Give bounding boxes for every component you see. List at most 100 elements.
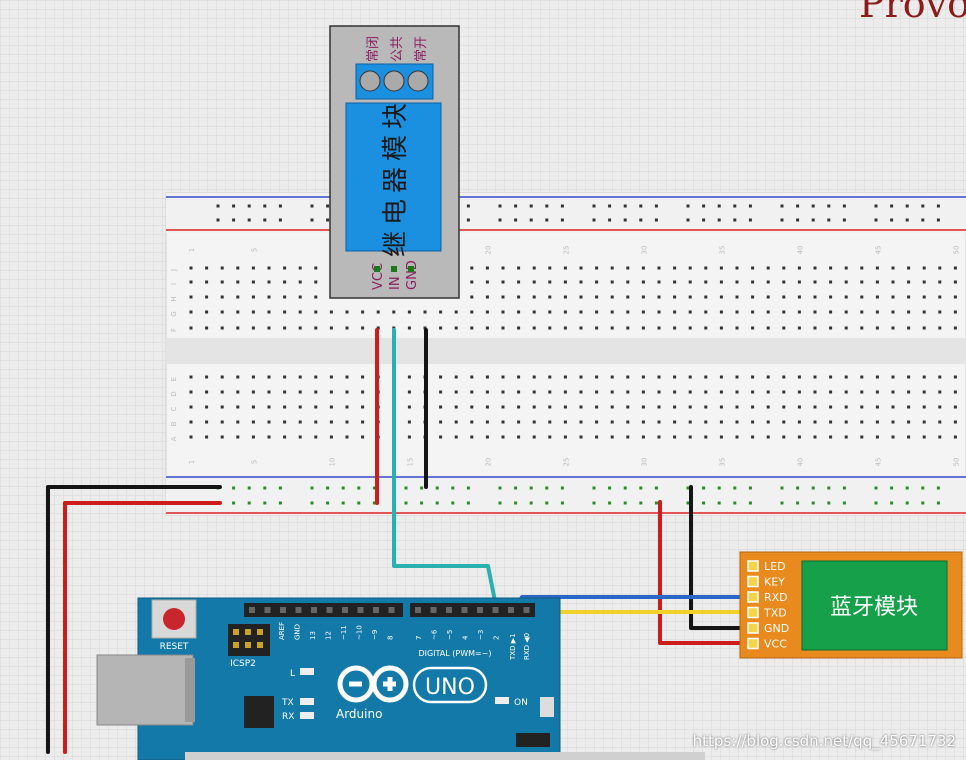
breadboard-hole <box>610 326 614 330</box>
breadboard-hole <box>517 310 521 314</box>
power-rail-bottom <box>166 474 966 515</box>
bt-pin-label: KEY <box>764 576 785 589</box>
rail-hole <box>529 501 533 505</box>
header-pin[interactable] <box>264 607 271 613</box>
breadboard-hole <box>251 326 255 330</box>
breadboard-hole <box>267 435 271 439</box>
pin-label: 7 <box>415 636 423 640</box>
breadboard-hole <box>267 390 271 394</box>
header-pin[interactable] <box>461 607 468 613</box>
breadboard-hole <box>688 420 692 424</box>
terminal-no[interactable] <box>407 70 429 92</box>
breadboard-hole <box>735 390 739 394</box>
header-pin[interactable] <box>357 607 364 613</box>
rail-hole <box>341 501 345 505</box>
rail-hole <box>420 501 424 505</box>
header-pin[interactable] <box>249 607 255 613</box>
wire-red-bt-vcc[interactable] <box>658 500 754 645</box>
row-letter: J <box>170 269 178 272</box>
rail-hole <box>263 486 267 490</box>
header-pin[interactable] <box>415 607 421 613</box>
rail-hole <box>733 501 737 505</box>
breadboard-hole <box>673 326 677 330</box>
rail-hole <box>811 501 815 505</box>
wire-black-gnd-rail[interactable] <box>46 485 222 754</box>
breadboard-hole <box>283 295 287 299</box>
header-pin[interactable] <box>311 607 317 613</box>
bt-pin[interactable] <box>747 575 759 588</box>
breadboard-hole <box>938 280 942 284</box>
header-pin[interactable] <box>326 607 333 613</box>
header-pin[interactable] <box>492 607 499 613</box>
wire-black-bt-gnd[interactable] <box>689 485 754 630</box>
rail-hole <box>702 501 706 505</box>
reset-button[interactable] <box>163 608 185 630</box>
header-pin[interactable] <box>280 607 286 613</box>
header-pin[interactable] <box>508 607 514 613</box>
breadboard-hole <box>579 310 583 314</box>
breadboard-hole <box>454 435 458 439</box>
header-pin[interactable] <box>477 607 483 613</box>
breadboard-hole <box>470 390 474 394</box>
bt-pin[interactable] <box>747 560 759 572</box>
header-pin[interactable] <box>446 607 452 613</box>
terminal-com[interactable] <box>383 70 405 92</box>
breadboard-hole <box>735 435 739 439</box>
rail-hole <box>560 204 564 208</box>
header-pin[interactable] <box>342 607 348 613</box>
pin-label: ~11 <box>340 625 348 640</box>
rail-hole <box>702 204 706 208</box>
rail-hole <box>560 218 564 222</box>
breadboard-hole <box>251 266 255 270</box>
rail-hole <box>921 501 925 505</box>
breadboard-hole <box>688 435 692 439</box>
bt-name: 蓝牙模块 <box>830 595 918 620</box>
header-pin[interactable] <box>523 607 530 613</box>
pin-label: 8 <box>387 636 395 640</box>
breadboard-hole <box>766 310 770 314</box>
header-pin[interactable] <box>388 607 395 613</box>
rail-hole <box>247 501 251 505</box>
breadboard-hole <box>610 280 614 284</box>
breadboard-hole <box>532 420 536 424</box>
breadboard-hole <box>953 390 957 394</box>
bt-chip <box>801 560 948 651</box>
header-pin[interactable] <box>295 607 302 613</box>
column-number: 1 <box>188 248 196 252</box>
bt-pin[interactable] <box>747 591 759 603</box>
breadboard-hole <box>236 435 240 439</box>
header-pin[interactable] <box>373 607 379 613</box>
breadboard-hole <box>485 390 489 394</box>
wire-teal-relay-in[interactable] <box>392 328 500 618</box>
header-pin[interactable] <box>430 607 437 613</box>
breadboard-hole <box>220 295 224 299</box>
breadboard-hole <box>797 310 801 314</box>
power-rail-top <box>166 193 966 233</box>
terminal-nc[interactable] <box>359 70 381 92</box>
bt-pin[interactable] <box>747 606 759 619</box>
breadboard-hole <box>891 266 895 270</box>
breadboard-hole <box>875 420 879 424</box>
wire-red-vcc-rail[interactable] <box>63 501 222 754</box>
breadboard-hole <box>329 435 333 439</box>
breadboard-hole <box>517 435 521 439</box>
breadboard-hole <box>953 435 957 439</box>
horizontal-scrollbar[interactable] <box>185 752 705 760</box>
breadboard-hole <box>735 280 739 284</box>
rail-hole <box>686 218 690 222</box>
row-letter: D <box>170 391 178 396</box>
bt-pin[interactable] <box>747 622 759 634</box>
breadboard-hole <box>236 326 240 330</box>
breadboard-hole <box>860 435 864 439</box>
breadboard-hole <box>922 280 926 284</box>
breadboard-hole <box>439 390 443 394</box>
rail-hole <box>639 486 643 490</box>
breadboard-hole <box>891 435 895 439</box>
breadboard-hole <box>189 375 193 379</box>
breadboard-hole <box>626 326 630 330</box>
rail-hole <box>874 501 878 505</box>
bt-pin[interactable] <box>747 637 759 650</box>
